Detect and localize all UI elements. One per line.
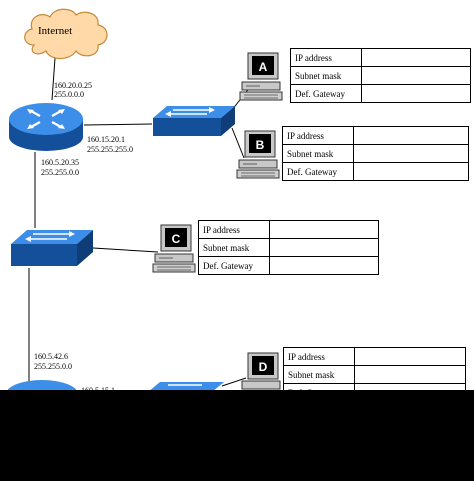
ip-table-a: IP address Subnet mask Def. Gateway (290, 48, 471, 103)
ip-address-value[interactable] (353, 126, 469, 145)
router1-right-ip: 160.15.20.1 (87, 135, 125, 144)
computer-a-icon[interactable]: A (238, 52, 284, 102)
link-switch1-pc-b (231, 127, 245, 159)
subnet-mask-label: Subnet mask (198, 238, 270, 257)
switch-3-icon[interactable] (146, 380, 226, 394)
switch-2-icon[interactable] (9, 228, 95, 268)
subnet-mask-value[interactable] (353, 144, 469, 163)
router-2-icon[interactable] (4, 378, 80, 392)
router1-top-ip: 160.20.0.25 (54, 81, 92, 90)
subnet-mask-value[interactable] (361, 66, 471, 85)
ip-address-label: IP address (283, 347, 355, 366)
subnet-mask-value[interactable] (354, 365, 466, 384)
subnet-mask-value[interactable] (269, 238, 379, 257)
ip-address-label: IP address (198, 220, 270, 239)
computer-a-letter: A (259, 60, 268, 74)
subnet-mask-label: Subnet mask (290, 66, 362, 85)
computer-d-letter: D (259, 360, 268, 374)
subnet-mask-label: Subnet mask (282, 144, 354, 163)
black-overlay (0, 390, 474, 481)
ip-table-b: IP address Subnet mask Def. Gateway (282, 126, 469, 181)
ip-table-c: IP address Subnet mask Def. Gateway (198, 220, 379, 275)
router2-top-ip: 160.5.42.6 (34, 352, 68, 361)
link-switch2-pc-c (92, 247, 159, 253)
gateway-label: Def. Gateway (198, 256, 270, 275)
computer-b-icon[interactable]: B (235, 130, 281, 180)
link-switch3-pc-d (221, 377, 247, 387)
gateway-label: Def. Gateway (282, 162, 354, 181)
router2-top-mask: 255.255.0.0 (34, 362, 72, 371)
link-cloud-router1 (51, 57, 56, 101)
router1-bottom-ip: 160.5.20.35 (41, 158, 79, 167)
link-router1-switch1 (83, 123, 153, 126)
router1-bottom-mask: 255.255.0.0 (41, 168, 79, 177)
subnet-mask-label: Subnet mask (283, 365, 355, 384)
router-1-icon[interactable] (7, 99, 87, 155)
gateway-value[interactable] (353, 162, 469, 181)
computer-d-icon[interactable]: D (238, 352, 284, 390)
router1-right-mask: 255.255.255.0 (87, 145, 133, 154)
switch-1-icon[interactable] (151, 104, 237, 138)
computer-b-letter: B (256, 138, 265, 152)
internet-cloud-icon (24, 8, 108, 60)
ip-address-value[interactable] (269, 220, 379, 239)
gateway-label: Def. Gateway (290, 84, 362, 103)
ip-address-value[interactable] (361, 48, 471, 67)
ip-address-value[interactable] (354, 347, 466, 366)
computer-c-icon[interactable]: C (151, 224, 197, 274)
router1-top-mask: 255.0.0.0 (54, 90, 84, 99)
gateway-value[interactable] (361, 84, 471, 103)
computer-c-letter: C (172, 232, 181, 246)
gateway-value[interactable] (269, 256, 379, 275)
internet-label: Internet (38, 25, 73, 37)
ip-address-label: IP address (290, 48, 362, 67)
ip-address-label: IP address (282, 126, 354, 145)
